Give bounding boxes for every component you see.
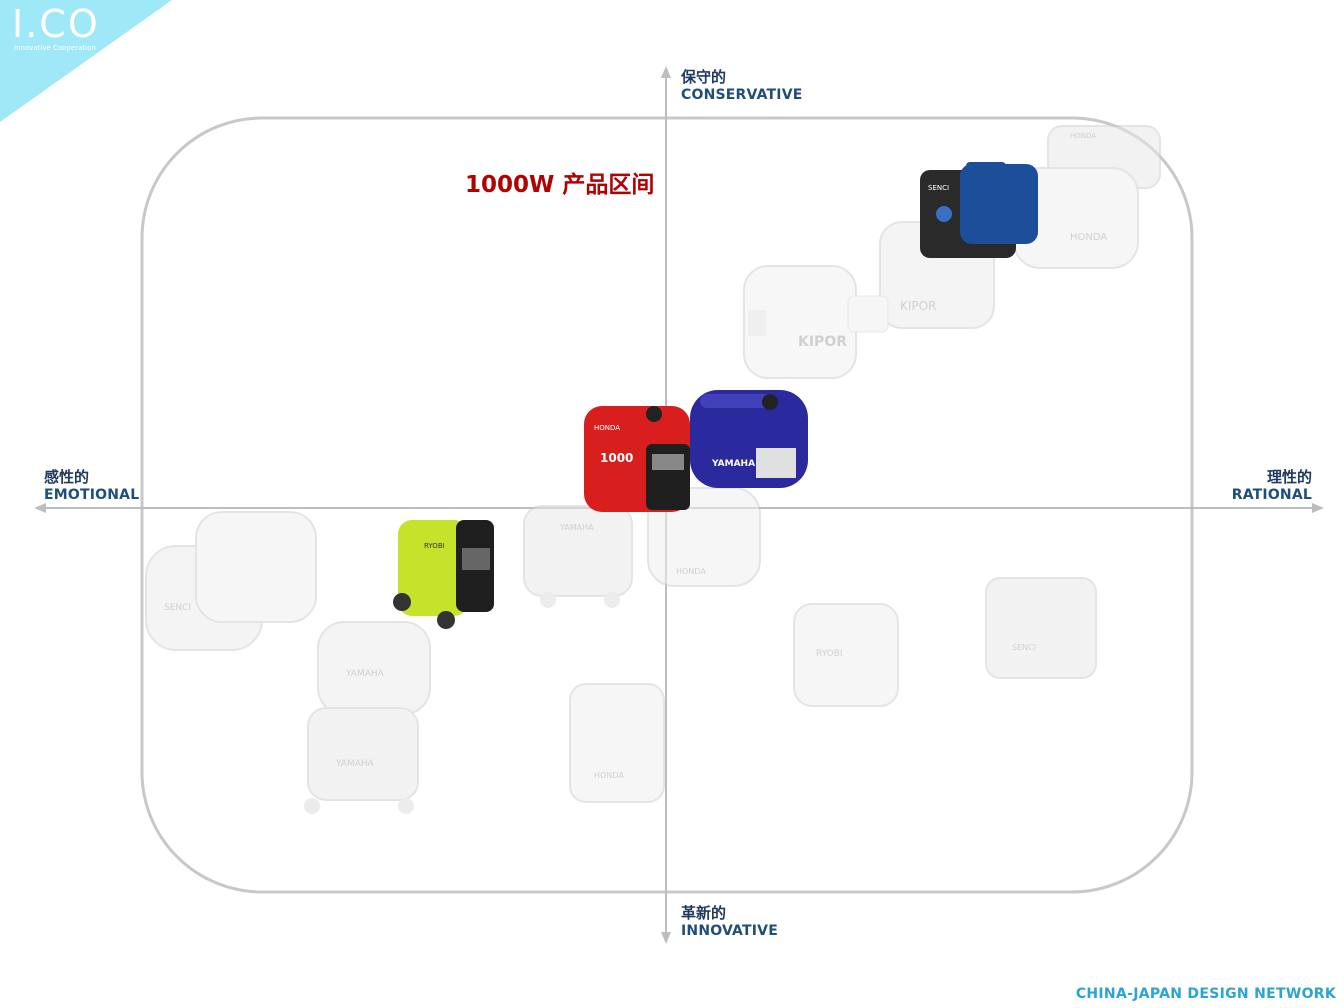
svg-text:HONDA: HONDA (1070, 132, 1096, 140)
faded-generator-kipor-2: KIPOR (743, 265, 889, 379)
svg-text:HONDA: HONDA (594, 771, 624, 780)
axis-left-en: EMOTIONAL (44, 487, 140, 503)
faded-generator-yamaha-1: YAMAHA (523, 505, 633, 608)
svg-text:YAMAHA: YAMAHA (559, 523, 594, 532)
axis-bottom-cn: 革新的 (681, 904, 727, 922)
arrow-left-icon (34, 503, 46, 513)
logo-corner (0, 0, 172, 122)
axis-top-label: 保守的 CONSERVATIVE (681, 68, 803, 104)
axis-left-label: 感性的 EMOTIONAL (44, 468, 139, 504)
axis-top-en: CONSERVATIVE (681, 87, 803, 103)
svg-text:HONDA: HONDA (676, 567, 706, 576)
svg-text:SENCI: SENCI (164, 603, 191, 613)
faded-generator-senci: SENCI (145, 511, 317, 651)
svg-text:SENCI: SENCI (1012, 643, 1036, 652)
axis-right-label: 理性的 RATIONAL (1232, 468, 1312, 504)
faded-generator-honda-4: HONDA (569, 683, 665, 803)
svg-text:SENCI: SENCI (928, 184, 949, 192)
generator-honda: HONDA 1000 (584, 406, 690, 512)
svg-text:KIPOR: KIPOR (900, 299, 936, 313)
arrow-down-icon (661, 932, 671, 944)
axis-left-cn: 感性的 (44, 468, 90, 486)
svg-text:YAMAHA: YAMAHA (345, 669, 385, 679)
faded-generator-ryobi: RYOBI (793, 603, 899, 707)
svg-text:YAMAHA: YAMAHA (711, 459, 755, 469)
svg-text:HONDA: HONDA (594, 424, 620, 432)
generator-senci: SENCI (920, 162, 1038, 258)
axis-right-en: RATIONAL (1231, 487, 1312, 503)
svg-text:1000: 1000 (600, 451, 633, 465)
footer-network: CHINA-JAPAN DESIGN NETWORK (1075, 986, 1336, 1002)
svg-text:HONDA: HONDA (1070, 232, 1107, 243)
faded-generator-yamaha-3: YAMAHA (304, 707, 419, 814)
svg-text:YAMAHA: YAMAHA (335, 759, 375, 769)
axis-right-cn: 理性的 (1266, 468, 1312, 486)
svg-text:RYOBI: RYOBI (424, 542, 445, 550)
generator-ryobi: RYOBI (393, 520, 494, 629)
svg-text:KIPOR: KIPOR (798, 334, 847, 350)
axis-top-cn: 保守的 (681, 68, 727, 86)
logo: I.CO (12, 2, 100, 46)
logo-subtitle: Innovative Cooperation (14, 44, 96, 52)
axis-bottom-label: 革新的 INNOVATIVE (681, 904, 778, 940)
arrow-up-icon (661, 66, 671, 78)
faded-generator-honda-3: HONDA (647, 487, 761, 587)
arrow-right-icon (1312, 503, 1324, 513)
axis-bottom-en: INNOVATIVE (681, 923, 778, 939)
faded-generator-senci-2: SENCI (985, 577, 1097, 679)
generator-yamaha: YAMAHA (690, 390, 808, 488)
faded-generator-yamaha-2: YAMAHA (317, 621, 431, 715)
diagram-title: 1000W 产品区间 (465, 172, 655, 198)
svg-text:RYOBI: RYOBI (816, 649, 843, 659)
